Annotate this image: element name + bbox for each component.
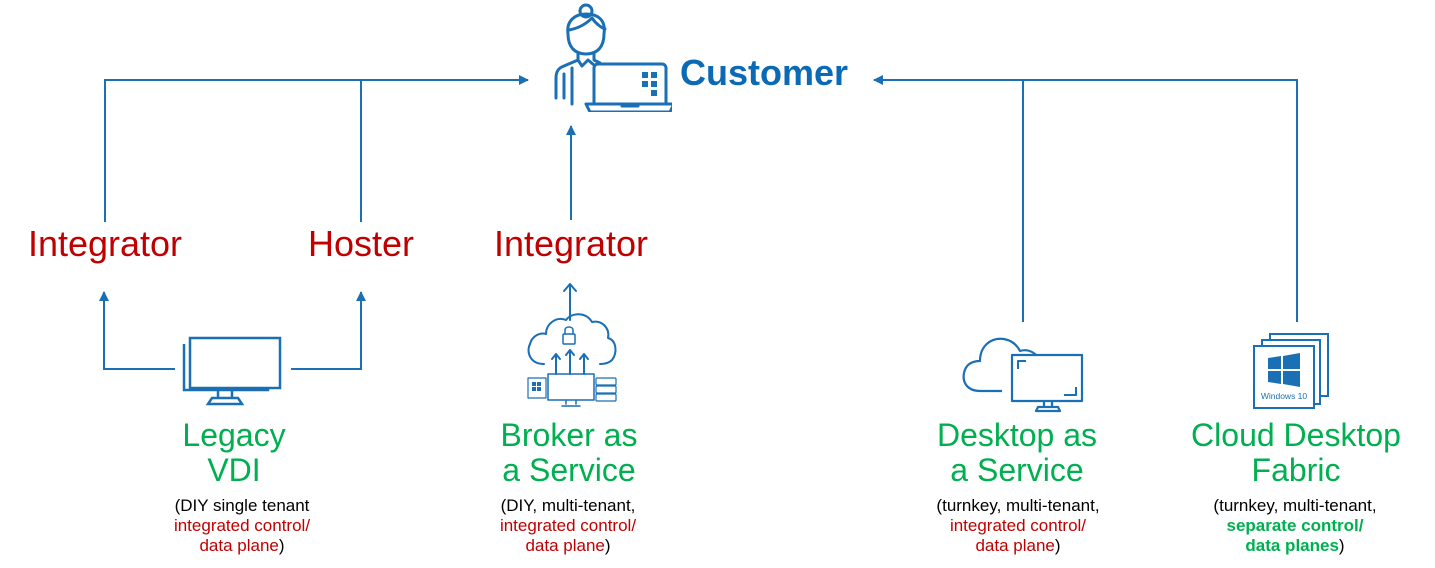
line-legacy-to-hoster bbox=[291, 291, 366, 370]
model-title-line1: Legacy bbox=[182, 417, 286, 453]
model-title-line1: Broker as bbox=[500, 417, 638, 453]
daas-cloud-monitor-icon bbox=[960, 335, 1090, 415]
model-cdf-desc: (turnkey, multi-tenant, separate control… bbox=[1213, 496, 1376, 556]
desc-close: ) bbox=[278, 536, 285, 555]
model-title-line2: Fabric bbox=[1251, 452, 1341, 488]
desc-line1: (turnkey, multi-tenant, bbox=[936, 496, 1100, 515]
model-legacy-vdi-desc: (DIY single tenant integrated control/ d… bbox=[174, 496, 310, 556]
model-broker-desc: (DIY, multi-tenant, integrated control/ … bbox=[500, 496, 636, 556]
model-title-line1: Desktop as bbox=[936, 417, 1098, 453]
customer-person-laptop-icon bbox=[552, 2, 672, 112]
desc-line2: separate control/ bbox=[1226, 516, 1364, 535]
customer-label: Customer bbox=[680, 52, 849, 93]
broker-cloud-icon bbox=[522, 282, 622, 412]
model-cdf-title: Cloud Desktop Fabric bbox=[1191, 418, 1401, 488]
desc-line2: integrated control/ bbox=[499, 516, 637, 535]
windows-stack-icon: Windows 10 bbox=[1252, 332, 1332, 412]
desc-line1: (DIY, multi-tenant, bbox=[500, 496, 636, 515]
line-cloud-fabric-to-customer bbox=[873, 75, 1298, 322]
line-integrator-left-to-customer bbox=[104, 75, 529, 222]
model-daas-title: Desktop as a Service bbox=[937, 418, 1097, 488]
model-title-line2: a Service bbox=[950, 452, 1084, 488]
desc-line1: (DIY single tenant bbox=[174, 496, 310, 515]
desc-line3: data planes bbox=[1245, 536, 1339, 555]
desc-line2: integrated control/ bbox=[949, 516, 1087, 535]
desc-line2: integrated control/ bbox=[173, 516, 311, 535]
legacy-vdi-monitor-icon bbox=[178, 330, 286, 410]
desc-close: ) bbox=[1338, 536, 1345, 555]
desc-line3: data plane bbox=[199, 536, 279, 555]
desc-close: ) bbox=[1054, 536, 1061, 555]
model-legacy-vdi-title: Legacy VDI bbox=[182, 418, 285, 488]
role-integrator-left: Integrator bbox=[27, 223, 183, 264]
desc-line1: (turnkey, multi-tenant, bbox=[1213, 496, 1377, 515]
desc-line3: data plane bbox=[525, 536, 605, 555]
desc-close: ) bbox=[604, 536, 611, 555]
line-legacy-to-integrator bbox=[99, 291, 175, 370]
role-integrator-center: Integrator bbox=[493, 223, 649, 264]
model-title-line2: VDI bbox=[207, 452, 261, 488]
model-title-line2: a Service bbox=[502, 452, 636, 488]
windows-badge-text: Windows 10 bbox=[1261, 391, 1308, 401]
model-broker-title: Broker as a Service bbox=[501, 418, 638, 488]
model-daas-desc: (turnkey, multi-tenant, integrated contr… bbox=[936, 496, 1099, 556]
desc-line3: data plane bbox=[975, 536, 1055, 555]
model-title-line1: Cloud Desktop bbox=[1191, 417, 1401, 453]
role-hoster: Hoster bbox=[307, 223, 415, 264]
